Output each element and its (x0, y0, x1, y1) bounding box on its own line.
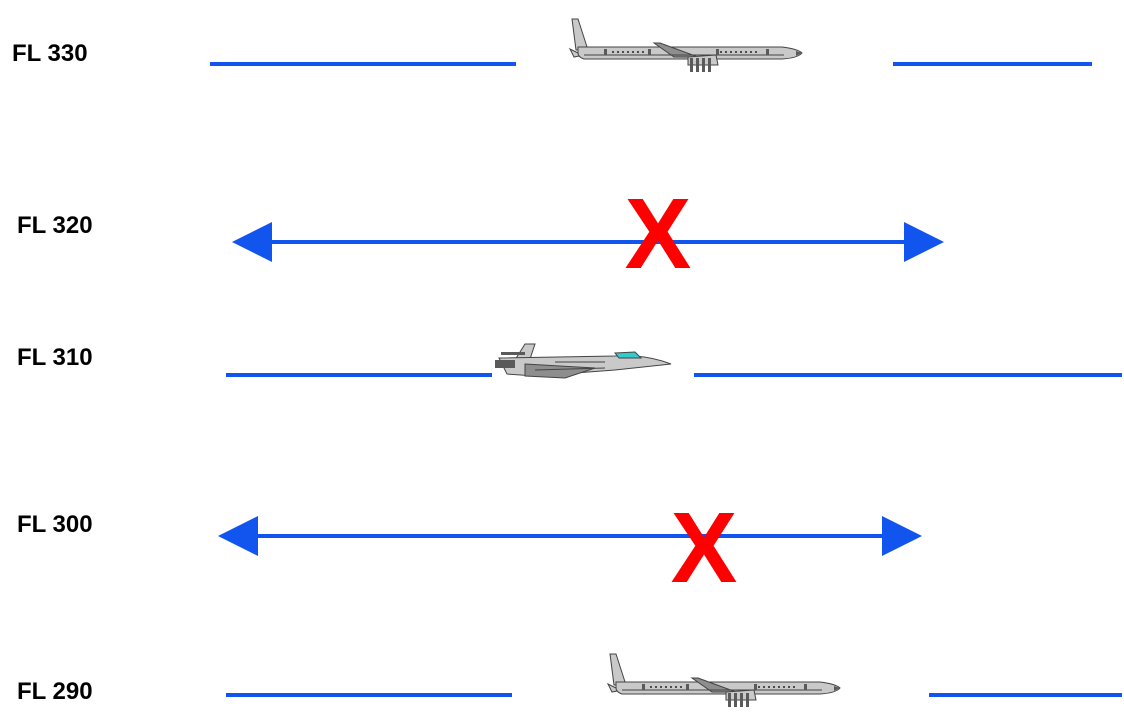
fl-310-fighter-jet-icon (494, 343, 672, 379)
fl-290-group (226, 653, 1122, 708)
fl-320-forbidden-x-mark: X (625, 178, 692, 290)
fl-320-label: FL 320 (17, 212, 93, 239)
fl-300-forbidden-x-mark: X (671, 492, 738, 604)
fl-330-label: FL 330 (12, 40, 88, 67)
fl-320-group: X (232, 178, 944, 290)
fl-310-label: FL 310 (17, 344, 93, 371)
fl-330-group (210, 18, 1092, 73)
fl-290-airliner-icon (607, 653, 841, 708)
fl-310-group (226, 343, 1122, 379)
fl-330-airliner-icon (569, 18, 803, 73)
fl-300-group: X (218, 492, 922, 604)
fl-300-label: FL 300 (17, 511, 93, 538)
fl-290-label: FL 290 (17, 678, 93, 705)
